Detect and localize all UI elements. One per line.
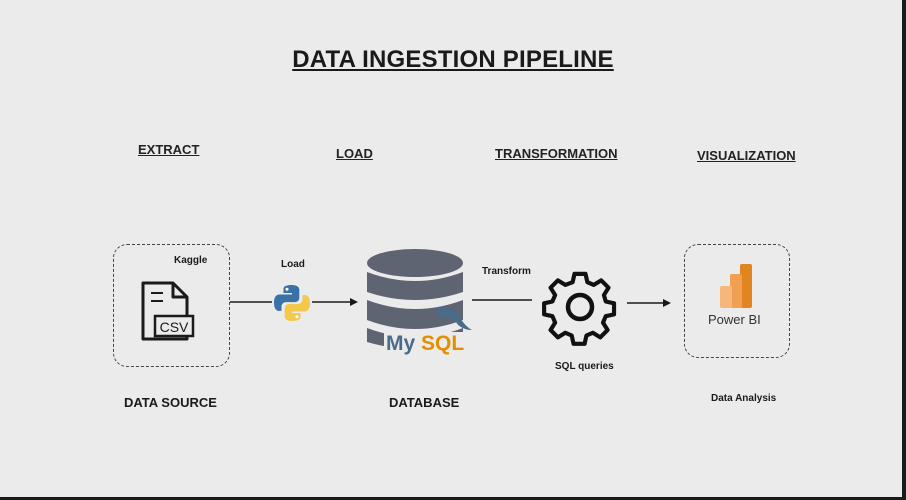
power-bi-icon: [720, 264, 752, 308]
csv-file-icon: CSV: [141, 281, 195, 341]
power-bi-label: Power BI: [708, 312, 761, 327]
sql-queries-caption: SQL queries: [555, 361, 614, 372]
csv-text: CSV: [160, 319, 189, 335]
data-source-box: [113, 244, 230, 367]
load-label: Load: [281, 259, 305, 270]
connector-line-transform: [472, 299, 532, 301]
gear-icon: [542, 271, 617, 346]
diagram-title: DATA INGESTION PIPELINE: [292, 46, 614, 73]
mysql-logo-my: My: [386, 332, 415, 355]
data-analysis-caption: Data Analysis: [711, 393, 777, 404]
connector-line: [230, 301, 272, 303]
transform-label: Transform: [482, 266, 531, 277]
arrow-to-powerbi: [627, 299, 671, 307]
stage-transformation: TRANSFORMATION: [495, 146, 618, 161]
stage-load: LOAD: [336, 146, 373, 161]
frame-right-border: [902, 0, 906, 500]
kaggle-label: Kaggle: [174, 255, 208, 266]
arrow-to-database: [312, 298, 358, 306]
python-icon: [274, 285, 310, 321]
frame-bottom-border: [0, 497, 906, 500]
power-bi-box: [684, 244, 790, 358]
mysql-database-icon: My SQL: [367, 249, 472, 355]
stage-visualization: VISUALIZATION: [697, 148, 796, 163]
database-caption: DATABASE: [389, 395, 460, 410]
data-source-caption: DATA SOURCE: [124, 395, 217, 410]
stage-extract: EXTRACT: [138, 142, 200, 157]
mysql-logo-sql: SQL: [421, 332, 464, 355]
